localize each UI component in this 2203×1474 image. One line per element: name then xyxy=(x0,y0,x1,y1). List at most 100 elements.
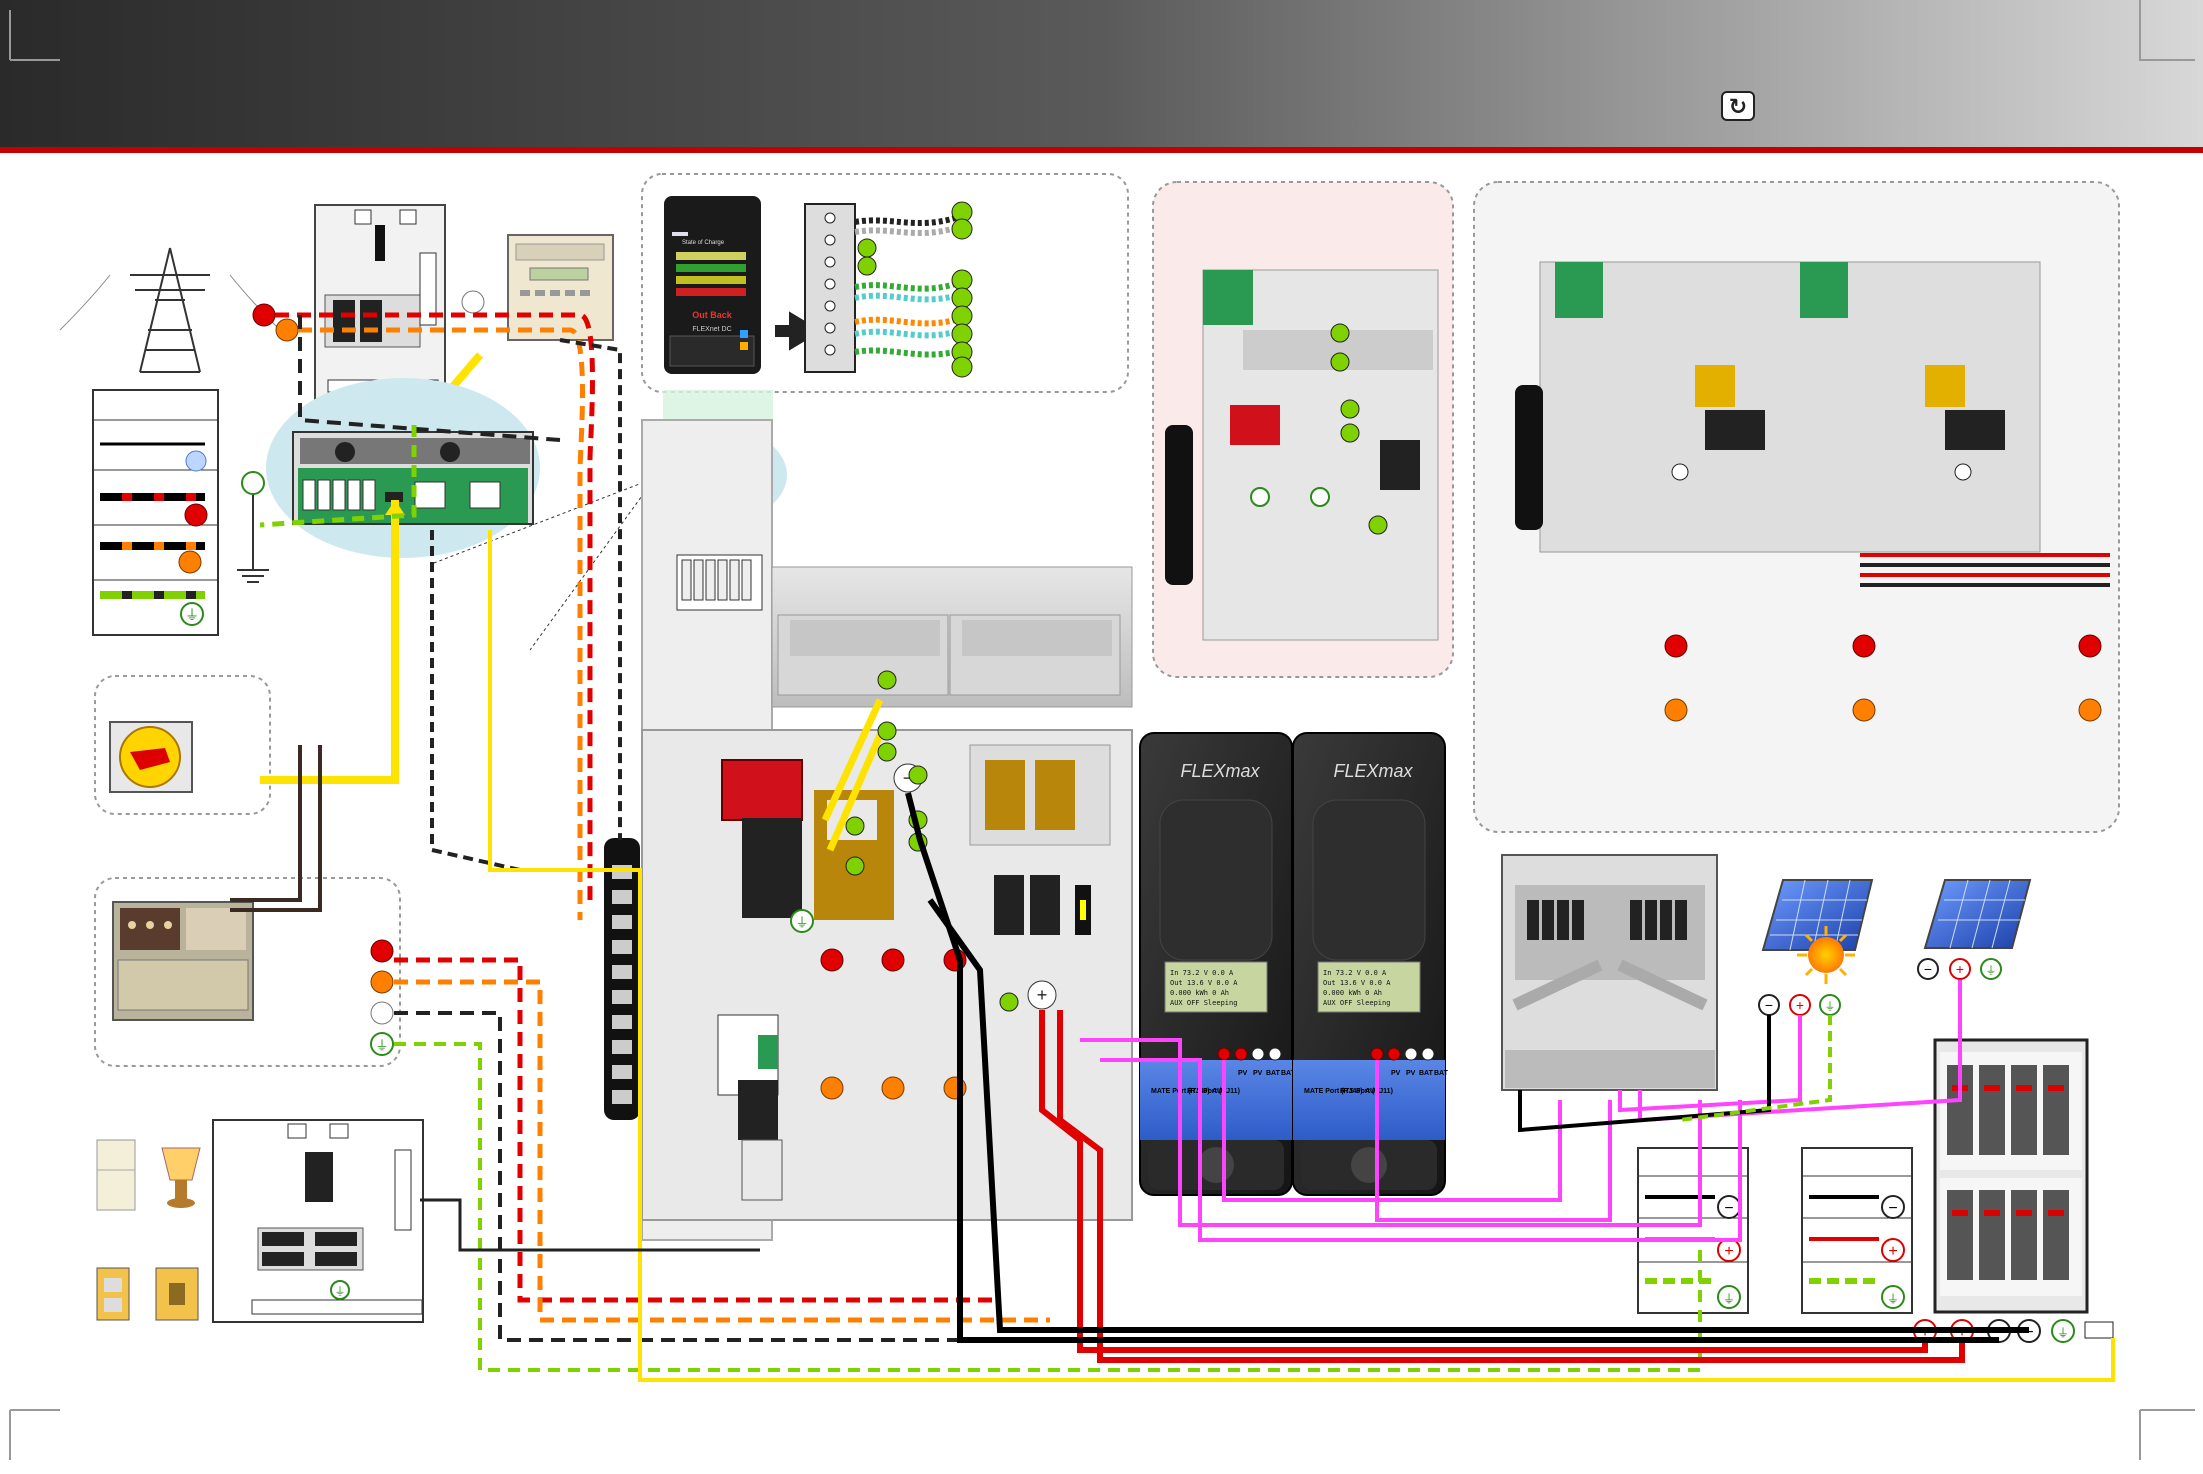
flexmax-1-lcd-line1: In 73.2 V 0.0 A xyxy=(1170,969,1234,977)
gen-l2-dot xyxy=(370,970,394,994)
ac-terminal-callout-zoom xyxy=(266,378,540,558)
lamp-load-icon xyxy=(161,1147,201,1208)
wire-color-legend: ⏚ xyxy=(92,389,219,636)
flexmax-2-lcd-line1: In 73.2 V 0.0 A xyxy=(1323,969,1387,977)
solar-panel-array-2-icon xyxy=(1923,879,2032,949)
utility-l1-dot xyxy=(252,303,276,327)
hub-communications-strip xyxy=(604,838,640,1120)
load-subpanel-ground-icon: ⏚ xyxy=(330,1280,350,1300)
svg-text:−: − xyxy=(1888,1200,1897,1217)
generator-disconnect-callout xyxy=(94,675,271,815)
gen-ground-icon: ⏚ xyxy=(370,1032,394,1056)
utility-l2-dot xyxy=(275,318,299,342)
legend-hot-l1-dot xyxy=(184,503,208,527)
svg-text:+: + xyxy=(1796,997,1804,1013)
stacked-inverter-callout xyxy=(1152,181,1454,678)
battery-bank-enclosure xyxy=(1933,1038,2089,1314)
svg-text:+: + xyxy=(1888,1243,1897,1260)
flexmax-1-bat-pos: BAT xyxy=(1281,1070,1296,1077)
flexmax-1-terminal-buttons xyxy=(1217,1047,1282,1061)
inverter-ground-icon: ⏚ xyxy=(790,909,814,933)
generator-unit xyxy=(112,901,254,1021)
crop-mark-bottom-right xyxy=(2139,1409,2195,1460)
legend-ground-icon: ⏚ xyxy=(180,602,204,626)
svg-text:⏚: ⏚ xyxy=(1887,1292,1899,1306)
ac-breaker-red xyxy=(721,759,803,821)
crop-mark-top-left xyxy=(9,10,60,61)
dc-legend-left: − + ⏚ xyxy=(1637,1147,1749,1314)
svg-text:−: − xyxy=(1765,997,1773,1013)
flexmax-2-terminal-buttons xyxy=(1370,1047,1435,1061)
flexmax-logo-1: FLEXmax xyxy=(1180,761,1260,781)
gen-neutral-dot xyxy=(370,1001,394,1025)
svg-text:⏚: ⏚ xyxy=(335,1285,346,1298)
flexmax-1-lcd-line3: 0.000 kWh 0 Ah xyxy=(1170,989,1229,997)
system-display-mate xyxy=(507,234,614,341)
legend-neutral-dot xyxy=(185,450,207,472)
svg-text:⏚: ⏚ xyxy=(1986,964,1997,977)
flexmax-2-lcd-line2: Out 13.6 V 0.0 A xyxy=(1323,979,1391,987)
flexnet-dc-state-label: State of Charge xyxy=(682,240,725,246)
flexmax-2-bat-neg: BAT xyxy=(1419,1070,1434,1077)
flexnet-dc-callout: State of Charge Out Back FLEXnet DC xyxy=(641,173,1129,393)
solar-panel-array-1-icon xyxy=(1761,879,1874,951)
dc-breaker-2 xyxy=(1030,875,1060,935)
flexmax-1-bat-neg: BAT xyxy=(1266,1070,1281,1077)
flexnet-dc-brand: Out Back xyxy=(692,310,733,320)
refrigerator-load-icon xyxy=(96,1139,136,1211)
header-bar: ↻ xyxy=(0,0,2203,153)
flexmax-2-bat-pos: BAT xyxy=(1434,1070,1449,1077)
dual-stack-callout xyxy=(1473,181,2120,833)
svg-text:⏚: ⏚ xyxy=(2057,1326,2069,1340)
svg-text:−: − xyxy=(1924,961,1932,977)
shunt-pointer-1 xyxy=(821,698,884,822)
ac-terminal-pointer-arrow xyxy=(260,500,399,784)
breaker-output-dots xyxy=(820,948,967,1100)
crop-mark-bottom-left xyxy=(9,1409,60,1460)
stacked-inverter-ground-icons xyxy=(1250,487,1330,507)
svg-text:+: + xyxy=(1724,1243,1733,1260)
load-subpanel xyxy=(212,1119,424,1323)
dc-wiring-runs xyxy=(905,792,2029,1363)
flexmax-2-rts-port: RTS Port (RJ11) xyxy=(1340,1088,1393,1095)
battery-positive-terminal xyxy=(1027,980,1057,1010)
flexmax-2-pv-neg: PV xyxy=(1406,1070,1416,1077)
flexmax-logo-2: FLEXmax xyxy=(1333,761,1413,781)
pv-array-2-polarity: − + ⏚ xyxy=(1917,958,2002,980)
generator-callout xyxy=(94,877,401,1067)
pv-combiner-box xyxy=(1501,854,1718,1091)
flexmax-1-aux: AUX xyxy=(1212,1088,1227,1095)
flexmax-2-pv-pos: PV xyxy=(1391,1070,1401,1077)
inverter-power-center: − + xyxy=(641,419,1133,1241)
flexmax-charge-controller-2: FLEXmax In 73.2 V 0.0 A Out 13.6 V 0.0 A… xyxy=(1292,732,1449,1196)
flexmax-1-pv-pos: PV xyxy=(1238,1070,1248,1077)
outback-logo-icon: ↻ xyxy=(1721,91,1755,121)
svg-text:⏚: ⏚ xyxy=(375,1038,388,1053)
sun-icon xyxy=(1797,926,1855,984)
gen-l1-dot xyxy=(370,939,394,963)
svg-text:+: + xyxy=(1956,961,1964,977)
flexmax-2-lcd-line3: 0.000 kWh 0 Ah xyxy=(1323,989,1382,997)
flexmax-1-pv-neg: PV xyxy=(1253,1070,1263,1077)
dc-breaker-1 xyxy=(994,875,1024,935)
flexmax-lcd-2 xyxy=(1317,961,1421,1013)
svg-text:+: + xyxy=(1037,985,1048,1005)
flexmax-2-aux: AUX xyxy=(1365,1088,1380,1095)
earth-ground-rod-icon xyxy=(237,471,269,583)
utility-transmission-tower-icon xyxy=(59,247,281,373)
flexmax-1-rts-port: RTS Port (RJ11) xyxy=(1187,1088,1240,1095)
legend-hot-l2-dot xyxy=(178,550,202,574)
svg-text:⏚: ⏚ xyxy=(1723,1292,1735,1306)
flexmax-lcd-1 xyxy=(1164,961,1268,1013)
pv-array-1-polarity: − + ⏚ xyxy=(1758,994,1841,1016)
flexmax-charge-controller-1: FLEXmax In 73.2 V 0.0 A Out 13.6 V 0.0 A… xyxy=(1139,732,1296,1196)
flexnet-dc-module xyxy=(664,196,761,374)
flexnet-dc-product: FLEXnet DC xyxy=(692,326,731,333)
flexmax-2-mate-port: MATE Port (RJ45) xyxy=(1304,1088,1363,1095)
flexmax-1-lcd-line2: Out 13.6 V 0.0 A xyxy=(1170,979,1238,987)
outlet-load-icon xyxy=(96,1267,130,1321)
svg-text:⏚: ⏚ xyxy=(185,607,199,623)
flexnet-dc-arrow xyxy=(775,311,822,351)
